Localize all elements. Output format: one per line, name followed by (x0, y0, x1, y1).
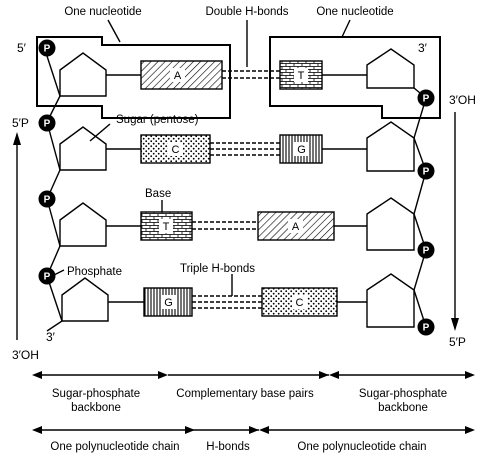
phosphate-icon: P (417, 162, 435, 180)
label-one-nucleotide-right: One nucleotide (316, 6, 393, 18)
sugar-pentagon (366, 121, 415, 172)
left-sugars (59, 52, 109, 322)
label-triple-h-bonds: Triple H-bonds (180, 263, 255, 275)
nucleotide-box-right (269, 36, 441, 119)
end-label-left-bottom: 3′ (46, 330, 56, 344)
sugar-pentagon (366, 197, 415, 251)
svg-text:A: A (174, 70, 182, 82)
nucleotide-box-left (36, 36, 231, 119)
double-h-bond (222, 70, 280, 79)
svg-text:3′OH: 3′OH (449, 93, 476, 107)
phosphate-icon: P (417, 89, 435, 107)
label-one-polynucleotide-chain-left: One polynucleotide chain (50, 441, 179, 453)
sugar-pentagon (59, 126, 107, 171)
bottom-row-2: One polynucleotide chain H-bonds One pol… (32, 426, 475, 453)
double-h-bond (192, 221, 258, 230)
end-label-right-top: 3′ (418, 41, 428, 55)
phosphate-icon: P (38, 114, 56, 132)
svg-text:P: P (44, 119, 51, 130)
label-one-nucleotide-left: One nucleotide (64, 6, 141, 18)
base-adenine (140, 60, 223, 90)
end-label-left-top: 5′ (17, 41, 27, 55)
svg-text:P: P (44, 272, 51, 283)
svg-text:3′OH: 3′OH (12, 348, 39, 362)
svg-text:T: T (163, 221, 170, 233)
svg-text:P: P (423, 323, 430, 334)
triple-h-bond (210, 142, 280, 156)
phosphate-icon: P (38, 267, 56, 285)
phosphate-icon: P (38, 39, 56, 57)
svg-text:5′P: 5′P (12, 116, 29, 130)
svg-text:P: P (423, 246, 430, 257)
sugar-pentagon (366, 273, 415, 328)
label-phosphate: Phosphate (67, 266, 122, 278)
sugar-pentagon (59, 202, 107, 247)
svg-text:P: P (423, 167, 430, 178)
base-pair-3: T A (140, 211, 335, 241)
svg-text:T: T (298, 70, 305, 82)
svg-text:G: G (297, 144, 306, 156)
svg-text:A: A (292, 221, 300, 233)
label-one-polynucleotide-chain-right: One polynucleotide chain (297, 441, 426, 453)
svg-text:C: C (172, 144, 180, 156)
svg-text:P: P (44, 195, 51, 206)
base-pair-2: C G (140, 134, 323, 164)
right-sugars (366, 48, 415, 328)
phosphate-icon: P (417, 241, 435, 259)
phosphate-icon: P (417, 318, 435, 336)
label-double-h-bonds: Double H-bonds (205, 6, 288, 18)
left-direction-arrow: 5′P 3′OH (12, 116, 39, 362)
base-pair-1: A T (140, 60, 323, 90)
hydrogen-bonds (192, 70, 280, 309)
svg-text:5′P: 5′P (449, 335, 466, 349)
sugar-pentagon (61, 277, 109, 322)
svg-text:P: P (423, 94, 430, 105)
base-pair-4: G C (143, 287, 338, 317)
label-h-bonds: H-bonds (206, 441, 250, 453)
glycosidic-connectors (106, 74, 367, 303)
phosphate-icon: P (38, 190, 56, 208)
label-complementary-base-pairs: Complementary base pairs (176, 388, 314, 400)
svg-text:P: P (44, 44, 51, 55)
label-sugar: Sugar (pentose) (116, 114, 199, 126)
triple-h-bond (192, 295, 262, 309)
label-base: Base (145, 188, 171, 200)
phosphate-groups: P P P P P P P P (38, 39, 435, 336)
svg-text:C: C (296, 297, 304, 309)
right-backbone (413, 87, 427, 328)
right-direction-arrow: 3′OH 5′P (449, 93, 476, 349)
sugar-pentagon (366, 48, 415, 89)
svg-text:G: G (164, 297, 173, 309)
sugar-pentagon (59, 52, 107, 97)
